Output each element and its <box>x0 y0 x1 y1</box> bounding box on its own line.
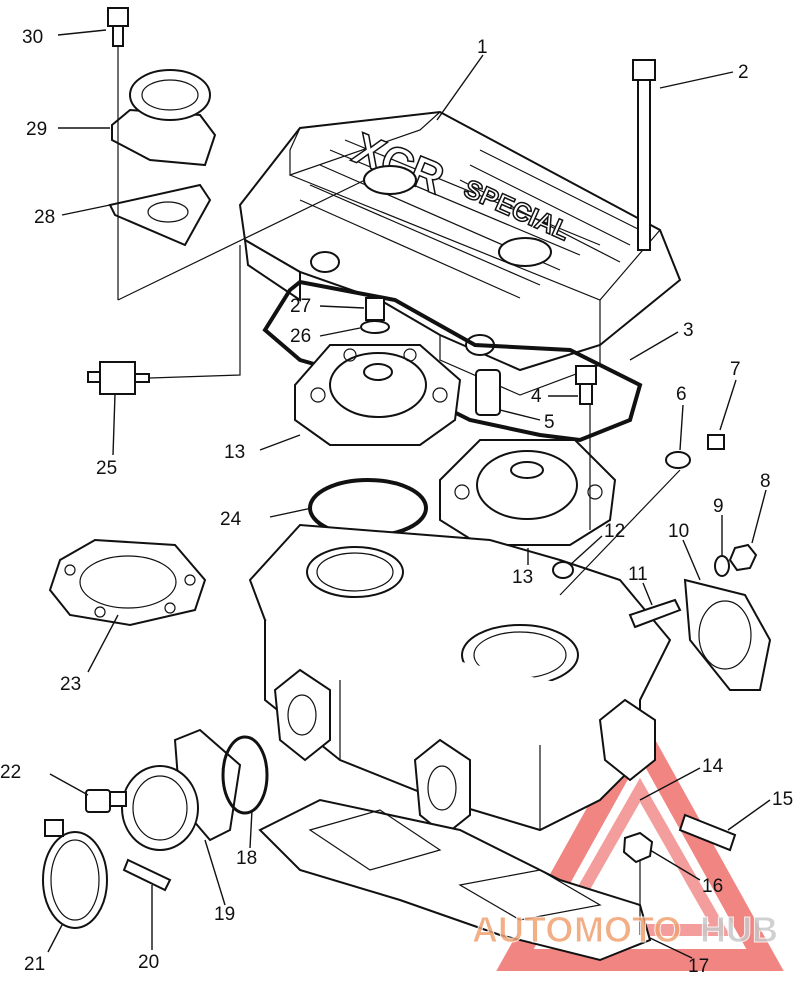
stud-15 <box>678 813 737 852</box>
callout-21: 21 <box>24 954 45 975</box>
exhaust-gasket <box>683 578 772 691</box>
bolt-30 <box>107 7 129 47</box>
callout-29: 29 <box>26 119 47 140</box>
spark-plug-27 <box>360 297 390 334</box>
intake-o-ring <box>221 735 269 815</box>
callout-14: 14 <box>702 756 724 777</box>
callout-16: 16 <box>702 876 723 897</box>
head-cover: XCR SPECIAL <box>238 110 682 396</box>
stud-11 <box>628 598 682 629</box>
sleeve-5 <box>475 369 501 416</box>
callout-9: 9 <box>713 496 724 517</box>
bolt-2 <box>632 59 656 251</box>
watermark-auto: AUTO <box>472 909 573 950</box>
callout-6: 6 <box>676 384 687 405</box>
head-gasket <box>48 538 207 627</box>
nut-16 <box>622 831 654 864</box>
leader-lines <box>47 29 771 959</box>
callout-5: 5 <box>544 412 555 433</box>
callout-18: 18 <box>236 848 257 869</box>
callout-24: 24 <box>220 509 242 530</box>
intake-adapter <box>121 728 242 851</box>
callout-17: 17 <box>688 956 709 977</box>
base-gasket <box>258 798 652 962</box>
plug-12 <box>552 561 574 579</box>
combustion-dome-right <box>439 439 617 546</box>
nut-8 <box>728 543 758 572</box>
callout-13-left: 13 <box>224 442 245 463</box>
callout-20: 20 <box>138 952 159 973</box>
callout-13-right: 13 <box>512 567 533 588</box>
intake-adapter-29 <box>111 69 217 167</box>
callout-25: 25 <box>96 458 117 479</box>
callout-2: 2 <box>738 62 749 83</box>
callout-12: 12 <box>604 521 625 542</box>
callout-22: 22 <box>0 762 21 783</box>
sensor-7 <box>707 434 725 450</box>
callout-1: 1 <box>477 37 488 58</box>
callout-8: 8 <box>760 471 771 492</box>
callout-19: 19 <box>214 904 235 925</box>
sensor-25 <box>87 361 150 395</box>
bolt-22 <box>85 789 127 813</box>
gasket-28 <box>108 183 212 247</box>
callout-27: 27 <box>290 296 311 317</box>
washer-6 <box>665 451 691 469</box>
callout-3: 3 <box>683 320 694 341</box>
bolt-20 <box>122 858 172 892</box>
bolt-4 <box>575 365 597 405</box>
intake-clamp <box>42 819 108 929</box>
callout-23: 23 <box>60 674 81 695</box>
callout-11: 11 <box>628 564 648 585</box>
callout-15: 15 <box>772 789 793 810</box>
cylinder-block <box>248 523 672 837</box>
watermark-moto: MOTO <box>574 909 681 950</box>
callout-labels: 1 2 3 4 5 6 7 8 9 10 11 12 13 13 14 15 1… <box>0 27 793 977</box>
combustion-dome-left <box>294 344 462 446</box>
watermark-hub: HUB <box>700 909 778 950</box>
callout-30: 30 <box>22 27 43 48</box>
callout-26: 26 <box>290 326 311 347</box>
callout-7: 7 <box>730 359 741 380</box>
callout-10: 10 <box>668 521 689 542</box>
callout-4: 4 <box>531 386 542 407</box>
watermark-text: AUTO MOTO HUB <box>472 909 779 951</box>
callout-28: 28 <box>34 207 55 228</box>
washer-9 <box>714 555 730 577</box>
